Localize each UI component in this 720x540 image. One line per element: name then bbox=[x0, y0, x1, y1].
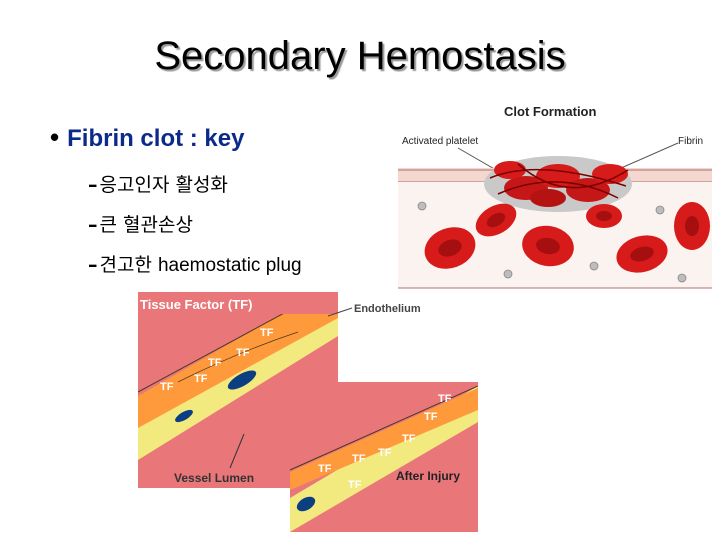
tissue-factor-figure: Tissue Factor (TF) TF TF TF TF TF Endoth… bbox=[138, 292, 478, 532]
sub-bullet-3: –견고한 haemostatic plug bbox=[88, 250, 302, 277]
clot-formation-figure: Clot Formation Activated platelet Fibrin bbox=[398, 104, 712, 289]
clot-figure-title: Clot Formation bbox=[504, 104, 596, 119]
endothelium-pointer-line bbox=[327, 307, 353, 317]
tf-tag: TF bbox=[318, 463, 332, 475]
bullet-dot-icon: • bbox=[50, 122, 60, 152]
tf-tag: TF bbox=[402, 433, 416, 445]
label-endothelium: Endothelium bbox=[354, 303, 421, 315]
tf-tag: TF bbox=[438, 393, 452, 405]
tf-tag: TF bbox=[348, 479, 362, 491]
tf-tag: TF bbox=[424, 411, 438, 423]
main-bullet-text: Fibrin clot : key bbox=[67, 125, 245, 152]
tf-tag: TF bbox=[260, 327, 274, 339]
tf-tag: TF bbox=[236, 347, 250, 359]
lumen-pointer-line bbox=[229, 433, 245, 469]
label-activated-platelet: Activated platelet bbox=[402, 136, 478, 147]
platelet-aggregate bbox=[484, 156, 632, 212]
sub-bullet-1: –응고인자 활성화 bbox=[88, 170, 228, 197]
tf-tag: TF bbox=[160, 381, 174, 393]
label-vessel-lumen: Vessel Lumen bbox=[174, 471, 254, 485]
tf-panel-title: Tissue Factor (TF) bbox=[140, 297, 252, 312]
red-blood-cells bbox=[424, 202, 710, 273]
tf-tag: TF bbox=[194, 373, 208, 385]
sub-bullet-dash: – bbox=[88, 214, 98, 236]
sub-bullet-text: 큰 혈관손상 bbox=[99, 214, 193, 236]
main-bullet: • Fibrin clot : key bbox=[50, 122, 244, 153]
sub-bullet-text: 응고인자 활성화 bbox=[99, 174, 228, 196]
sub-bullet-latin-text: haemostatic plug bbox=[157, 255, 302, 276]
tf-tag: TF bbox=[208, 357, 222, 369]
sub-bullet-dash: – bbox=[88, 254, 98, 276]
tf-panel-after: TF TF TF TF TF TF TF After Injury bbox=[289, 382, 478, 532]
sub-bullet-2: –큰 혈관손상 bbox=[88, 210, 193, 237]
sub-bullet-text: 견고한 bbox=[99, 254, 158, 276]
sub-bullet-dash: – bbox=[88, 174, 98, 196]
resting-platelets bbox=[417, 201, 687, 283]
tf-tag: TF bbox=[378, 447, 392, 459]
tf-tag: TF bbox=[352, 453, 366, 465]
label-after-injury: After Injury bbox=[396, 469, 460, 483]
slide-title: Secondary Hemostasis bbox=[154, 34, 566, 78]
label-fibrin: Fibrin bbox=[678, 136, 703, 147]
